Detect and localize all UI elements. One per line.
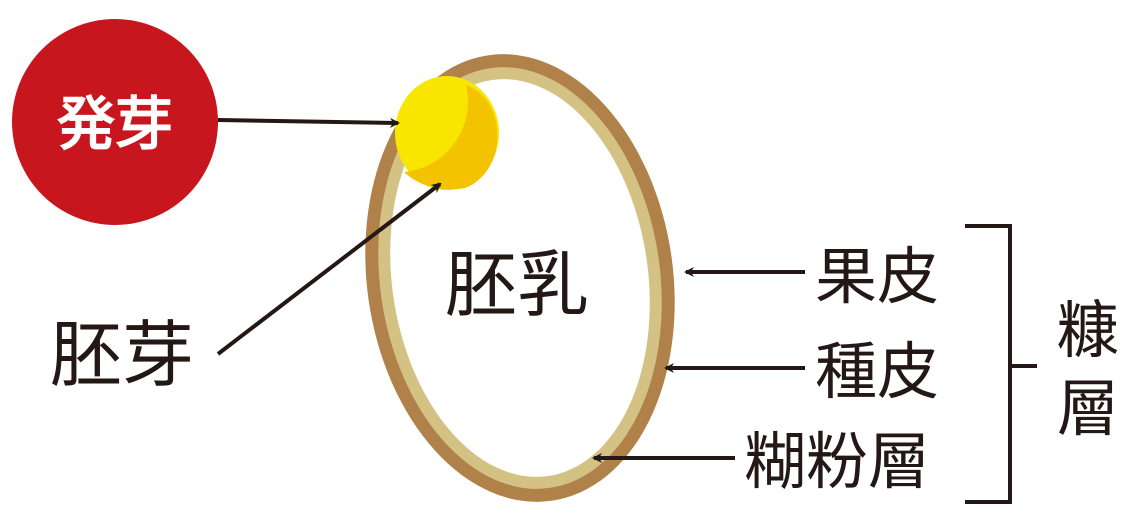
aleurone-label: 糊粉層 xyxy=(744,425,930,498)
pericarp-label: 果皮 xyxy=(815,240,939,313)
bran-bracket xyxy=(965,224,1037,504)
bran-label-char-1: 糠 xyxy=(1057,294,1119,367)
seed-coat-label: 種皮 xyxy=(815,335,939,408)
endosperm-label: 胚乳 xyxy=(445,243,589,327)
germ-label: 胚芽 xyxy=(50,313,194,397)
germ-shape xyxy=(395,76,499,190)
germ-arrow xyxy=(216,182,442,356)
sprout-arrow xyxy=(217,117,400,128)
bran-label-char-2: 層 xyxy=(1057,372,1119,445)
sprout-badge xyxy=(12,19,218,225)
sprout-label: 発芽 xyxy=(57,90,173,158)
